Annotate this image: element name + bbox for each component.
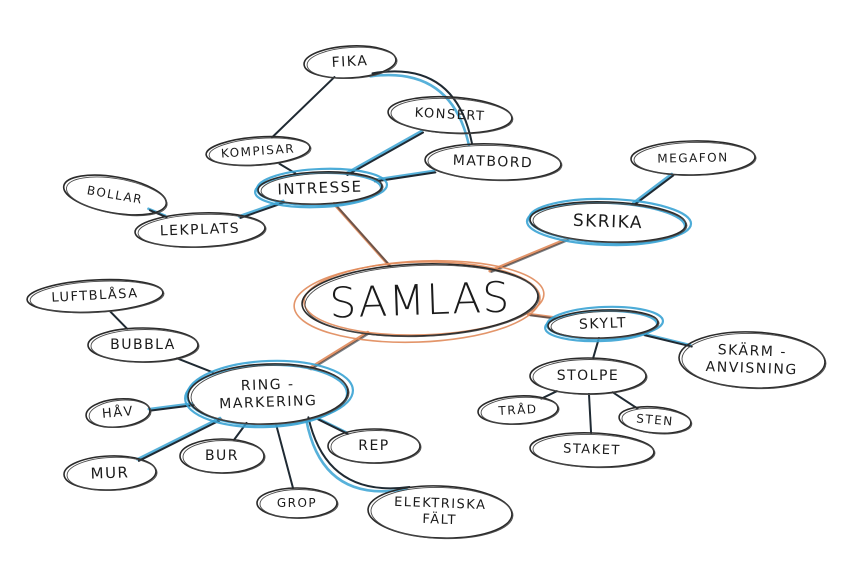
- node-label-bur: BUR: [205, 448, 239, 464]
- edge-samlas-skrika: [488, 237, 570, 273]
- node-label-ring: RING -: [241, 376, 295, 394]
- node-label-bollar: BOLLAR: [86, 183, 144, 207]
- node-rep: REP: [327, 428, 422, 464]
- node-megafon: MEGAFON: [630, 140, 757, 176]
- edge-samlas-intresse: [332, 202, 392, 268]
- node-sten: STEN: [618, 405, 693, 435]
- node-skarm: SKÄRM -ANVISNING: [678, 331, 827, 390]
- edge-intresse-konsert: [344, 129, 425, 176]
- node-label-sten: STEN: [636, 411, 675, 428]
- edge-skylt-skarm: [641, 332, 693, 348]
- edge-skrika-megafon: [631, 172, 675, 206]
- node-stolpe: STOLPE: [529, 357, 648, 395]
- node-label-trad: TRÅD: [497, 401, 538, 418]
- node-label-matbord: MATBORD: [452, 153, 533, 172]
- node-bollar: BOLLAR: [62, 174, 168, 217]
- node-fika: FIKA: [303, 45, 398, 80]
- edge-ring-elektriska: [305, 416, 411, 493]
- node-label-bubbla: BUBBLA: [110, 337, 176, 353]
- edge-ring-grop: [274, 422, 295, 490]
- node-bur: BUR: [179, 438, 266, 474]
- node-label-grop: GROP: [277, 496, 317, 510]
- node-intresse: INTRESSE: [254, 167, 389, 209]
- node-label-fika: FIKA: [331, 53, 368, 71]
- node-label-kompisar: KOMPISAR: [221, 141, 296, 160]
- node-label-megafon: MEGAFON: [657, 150, 729, 165]
- edge-ring-mur: [136, 416, 223, 462]
- node-label-mur: MUR: [90, 463, 129, 482]
- node-skylt: SKYLT: [544, 305, 665, 343]
- node-mur: MUR: [63, 455, 158, 491]
- node-konsert: KONSERT: [387, 95, 514, 135]
- node-label-ring-line2: MARKERING: [219, 393, 318, 412]
- node-label-samlas: SAMLAS: [329, 272, 512, 327]
- node-staket: STAKET: [529, 432, 656, 469]
- edge-stolpe-sten: [611, 391, 639, 410]
- node-ring: RING -MARKERING: [184, 359, 355, 429]
- node-label-intresse: INTRESSE: [277, 178, 363, 199]
- edge-kompisar-fika: [270, 76, 336, 139]
- node-luftblasa: LUFTBLÅSA: [26, 278, 165, 314]
- node-label-skarm: SKÄRM -: [717, 340, 787, 360]
- node-label-staket: STAKET: [563, 441, 621, 458]
- node-trad: TRÅD: [477, 395, 560, 425]
- node-skrika: SKRIKA: [525, 197, 693, 247]
- node-label-lekplats: LEKPLATS: [160, 221, 241, 240]
- edge-samlas-ring: [307, 330, 371, 371]
- node-label-konsert: KONSERT: [414, 106, 485, 125]
- node-label-luftblasa: LUFTBLÅSA: [51, 285, 139, 306]
- node-label-stolpe: STOLPE: [557, 368, 620, 384]
- node-label-rep: REP: [358, 438, 390, 454]
- node-kompisar: KOMPISAR: [205, 135, 312, 167]
- node-samlas: SAMLAS: [293, 259, 545, 344]
- edge-stolpe-staket: [587, 392, 593, 435]
- node-label-skarm-line2: ANVISNING: [705, 359, 798, 378]
- node-grop: GROP: [256, 487, 339, 519]
- edge-intresse-matbord: [372, 169, 437, 183]
- node-label-skrika: SKRIKA: [573, 211, 644, 233]
- node-lekplats: LEKPLATS: [134, 212, 267, 249]
- node-label-elektriska-line2: FÄLT: [422, 511, 457, 528]
- edge-ring-bubbla: [176, 357, 214, 374]
- node-matbord: MATBORD: [424, 143, 563, 182]
- edges-layer: [109, 70, 693, 493]
- edge-bubbla-luftblasa: [109, 310, 129, 330]
- node-label-hav: HÅV: [101, 403, 134, 422]
- edge-ring-rep: [315, 416, 349, 435]
- node-hav: HÅV: [85, 397, 152, 429]
- node-label-skylt: SKYLT: [579, 315, 628, 333]
- node-label-elektriska: ELEKTRISKA: [394, 495, 487, 513]
- nodes-layer: SAMLAS INTRESSE FIKA KOMPISAR KONSERT MATBORD…: [26, 45, 827, 540]
- edge-fika-matbord: [369, 70, 473, 147]
- node-bubbla: BUBBLA: [87, 327, 200, 363]
